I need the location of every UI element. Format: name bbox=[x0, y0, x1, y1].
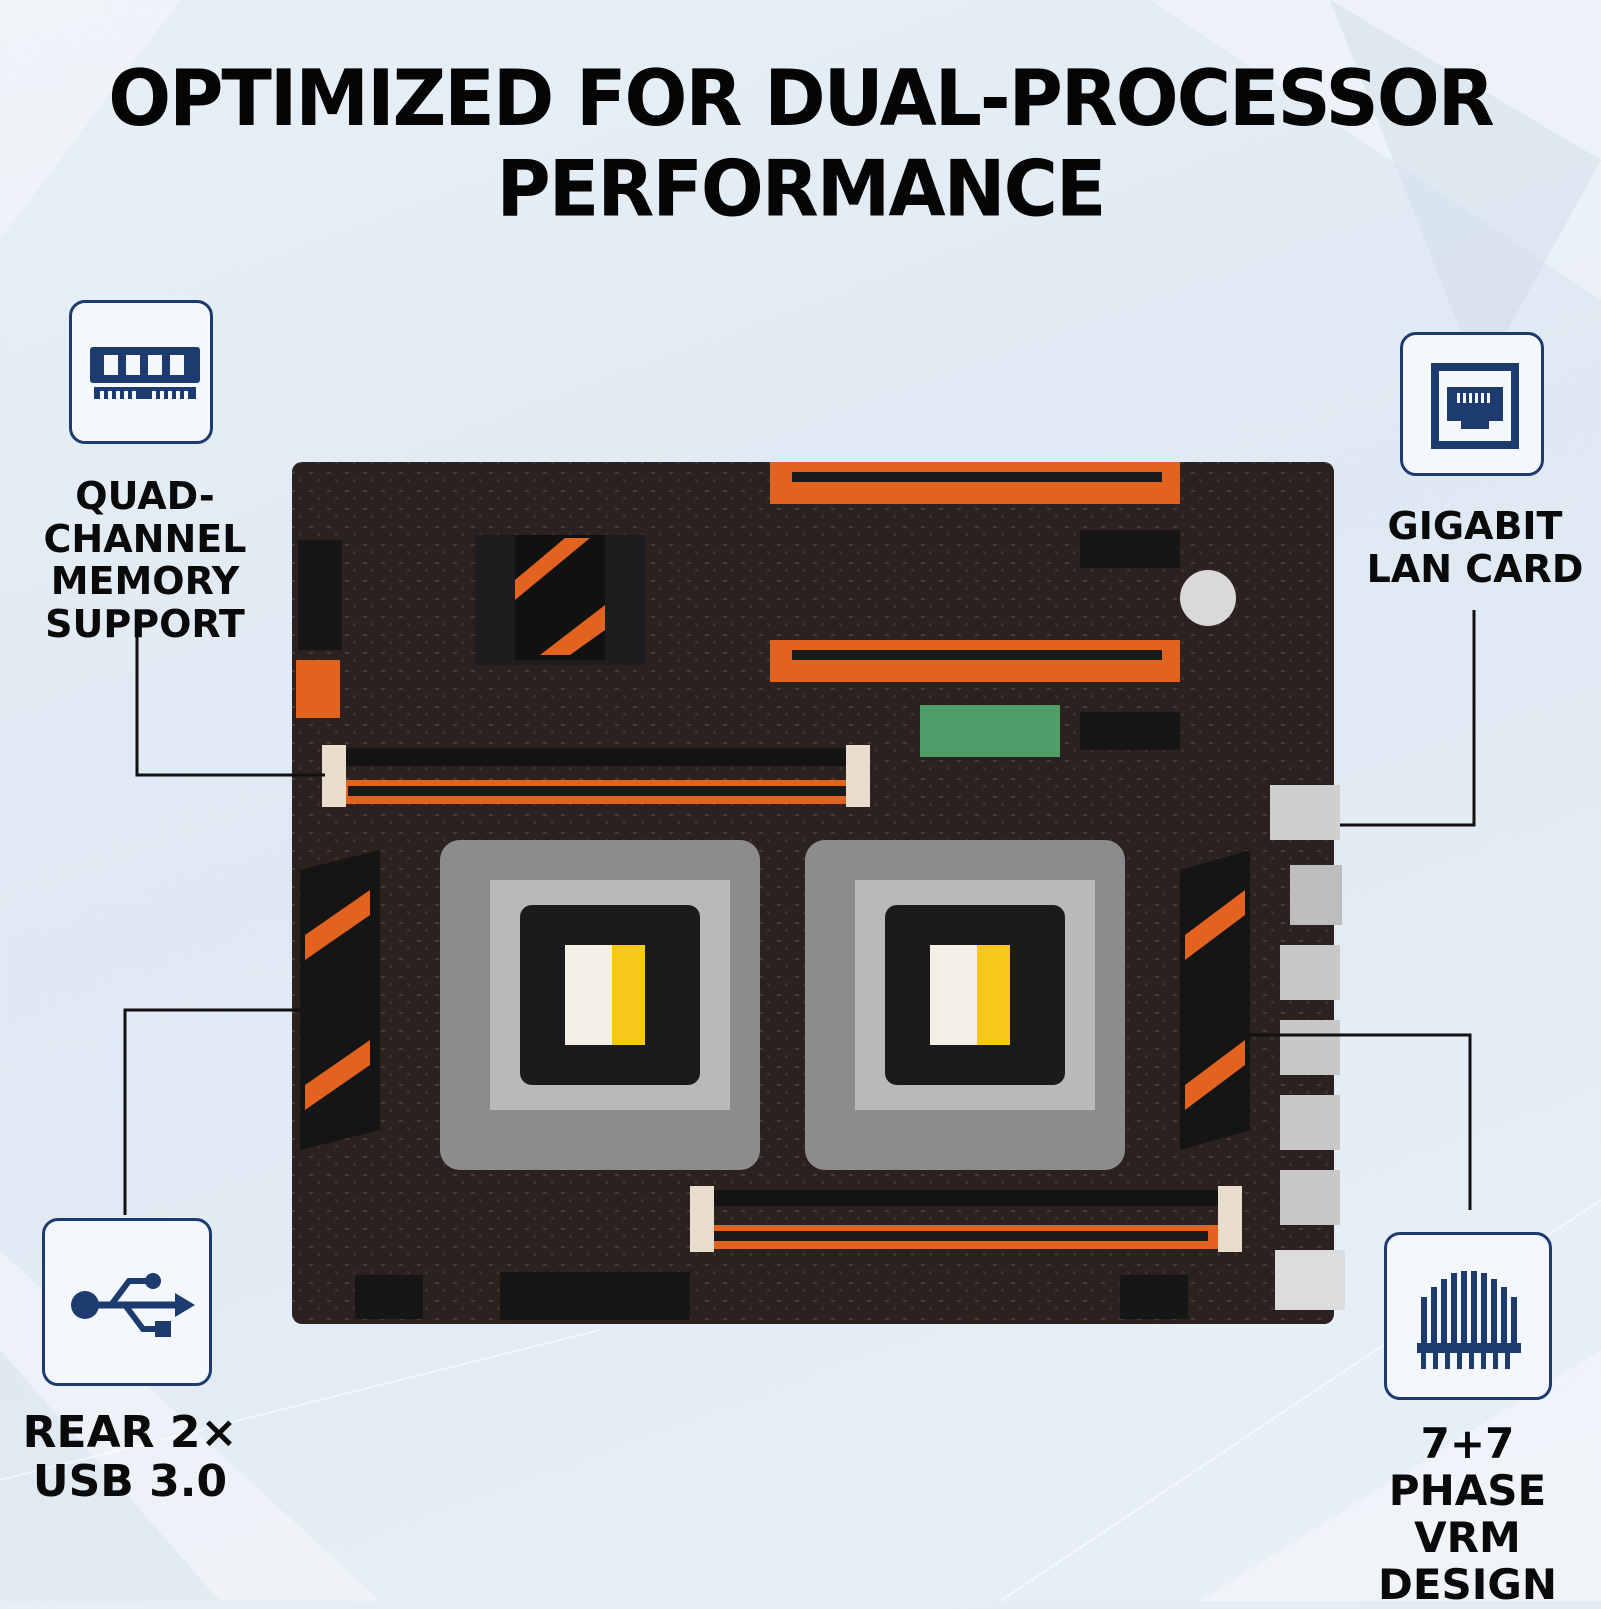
usb-label-line-1: REAR 2× bbox=[22, 1407, 238, 1458]
lan-label-line-2: LAN CARD bbox=[1366, 546, 1584, 591]
vrm-label-line-2: VRM DESIGN bbox=[1377, 1513, 1558, 1609]
lan-icon-box bbox=[1400, 332, 1544, 476]
vrm-label-line-1: 7+7 PHASE bbox=[1388, 1419, 1547, 1516]
vrm-heatsink-icon bbox=[1417, 1271, 1521, 1369]
usb-icon-box bbox=[42, 1218, 212, 1386]
headline: OPTIMIZED FOR DUAL-PROCESSOR PERFORMANCE bbox=[108, 53, 1494, 235]
vrm-icon-box bbox=[1384, 1232, 1552, 1400]
lan-label-line-1: GIGABIT bbox=[1387, 504, 1563, 548]
usb-label: REAR 2× USB 3.0 bbox=[10, 1408, 250, 1507]
memory-label-line-2: MEMORY bbox=[50, 559, 240, 604]
usb-icon bbox=[71, 1273, 195, 1337]
memory-module-icon bbox=[90, 347, 200, 399]
memory-label: QUAD-CHANNEL MEMORY SUPPORT bbox=[0, 475, 290, 645]
usb-label-line-2: USB 3.0 bbox=[32, 1456, 228, 1508]
memory-label-line-3: SUPPORT bbox=[45, 601, 245, 646]
ethernet-port-icon bbox=[1431, 363, 1519, 449]
memory-icon-box bbox=[69, 300, 213, 444]
vrm-label: 7+7 PHASE VRM DESIGN bbox=[1340, 1420, 1595, 1608]
memory-label-line-1: QUAD-CHANNEL bbox=[43, 474, 247, 561]
lan-label: GIGABIT LAN CARD bbox=[1365, 505, 1585, 590]
